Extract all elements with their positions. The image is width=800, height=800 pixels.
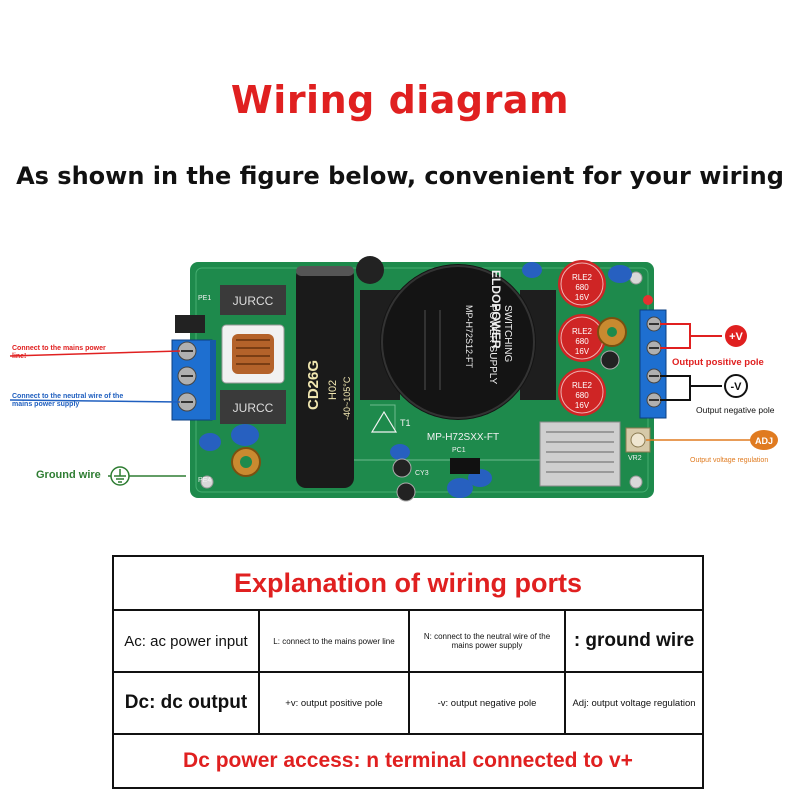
output-inductor <box>597 317 627 347</box>
output-capacitor: RLE2 680 16V <box>558 314 606 362</box>
svg-text:POWER SUPPLY: POWER SUPPLY <box>487 305 498 385</box>
transformer: ELDOPOWER SWITCHING POWER SUPPLY MP-H72S… <box>360 264 556 420</box>
ground-callout-label: Ground wire <box>36 469 101 481</box>
svg-text:680: 680 <box>575 391 589 400</box>
table-cell-negative: -v: output negative pole <box>408 671 566 735</box>
positive-marker <box>725 325 747 347</box>
svg-text:JURCC: JURCC <box>233 401 274 415</box>
negative-marker <box>724 374 748 398</box>
svg-text:MP-H72S12-FT: MP-H72S12-FT <box>464 305 474 369</box>
svg-text:SWITCHING: SWITCHING <box>502 305 513 362</box>
adj-callout-label: Output voltage regulation <box>690 457 769 464</box>
svg-text:RLE2: RLE2 <box>572 273 593 282</box>
silk-pe1: PE1 <box>198 295 211 302</box>
emi-filter-bottom: JURCC <box>220 390 286 424</box>
svg-text:680: 680 <box>575 283 589 292</box>
positive-callout-label: Output positive pole <box>672 357 764 368</box>
model-silk: MP-H72SXX-FT <box>427 432 499 443</box>
table-cell-adj: Adj: output voltage regulation <box>564 671 704 735</box>
svg-text:680: 680 <box>575 337 589 346</box>
inductor-coil <box>221 324 285 384</box>
led <box>643 295 653 305</box>
positive-marker-label: +V <box>729 331 743 343</box>
svg-text:RLE2: RLE2 <box>572 381 593 390</box>
thermistor <box>356 256 384 284</box>
wiring-diagram: JURCC JURCC CD26G H02 -40~105°C ELDOPOWE… <box>9 256 778 502</box>
svg-text:RLE2: RLE2 <box>572 327 593 336</box>
negative-callout-label: Output negative pole <box>696 405 775 415</box>
y-capacitor <box>199 433 221 451</box>
output-capacitor: RLE2 680 16V <box>558 260 606 308</box>
table-cell-dc: Dc: dc output <box>112 671 260 735</box>
page-title: Wiring diagram <box>230 78 570 122</box>
y-capacitor <box>522 262 542 278</box>
wiring-ports-table: Explanation of wiring ports Ac: ac power… <box>112 555 704 789</box>
warning-icon <box>370 410 398 433</box>
y-capacitor <box>447 478 473 498</box>
svg-text:ELDOPOWER: ELDOPOWER <box>489 270 503 349</box>
y-capacitor <box>231 424 259 446</box>
silk-vr: VR2 <box>628 455 642 462</box>
svg-text:16V: 16V <box>575 347 590 356</box>
table-footer: Dc power access: n terminal connected to… <box>112 733 704 789</box>
optocoupler <box>450 458 480 474</box>
adj-marker <box>750 430 778 450</box>
adj-marker-label: ADJ <box>755 436 773 446</box>
emi-filter-top: JURCC <box>220 285 286 315</box>
silk-pc1: PC1 <box>452 447 466 454</box>
negative-bracket <box>660 375 722 401</box>
output-capacitor: RLE2 680 16V <box>558 368 606 416</box>
svg-text:JURCC: JURCC <box>233 294 274 308</box>
neutral-callout-label: Connect to the neutral wire of the mains… <box>12 393 124 408</box>
table-header: Explanation of wiring ports <box>112 555 704 611</box>
y-capacitor <box>608 265 632 283</box>
mount-hole <box>629 475 643 489</box>
negative-marker-label: -V <box>731 381 743 393</box>
potentiometer <box>625 427 651 453</box>
table-cell-ground: : ground wire <box>564 609 704 673</box>
svg-text:H02: H02 <box>327 380 339 400</box>
toroid-inductor <box>231 447 261 477</box>
ground-icon <box>110 466 130 486</box>
table-cell-n: N: connect to the neutral wire of the ma… <box>408 609 566 673</box>
silk-cy: CY3 <box>415 470 429 477</box>
silk-pe4: PE4 <box>198 477 211 484</box>
svg-text:-40~105°C: -40~105°C <box>342 376 352 420</box>
heatsink <box>539 421 621 487</box>
page-subtitle: As shown in the figure below, convenient… <box>16 162 784 190</box>
input-terminal-block <box>171 339 216 421</box>
mount-hole <box>200 475 214 489</box>
y-capacitor <box>390 444 410 460</box>
positive-bracket <box>660 323 722 349</box>
bulk-capacitor: CD26G H02 -40~105°C <box>296 266 354 488</box>
table-cell-ac: Ac: ac power input <box>112 609 260 673</box>
live-callout-label: Connect to the mains power line! <box>12 345 106 360</box>
svg-text:16V: 16V <box>575 293 590 302</box>
table-cell-l: L: connect to the mains power line <box>258 609 410 673</box>
neutral-wire-line <box>9 399 181 403</box>
live-wire-line <box>9 350 181 357</box>
svg-text:CD26G: CD26G <box>305 360 322 410</box>
svg-text:16V: 16V <box>575 401 590 410</box>
output-terminal-block <box>639 309 667 419</box>
small-capacitor <box>396 482 416 502</box>
small-capacitor <box>600 350 620 370</box>
fuse <box>175 315 205 333</box>
table-cell-positive: +v: output positive pole <box>258 671 410 735</box>
silk-t1: T1 <box>400 418 411 428</box>
small-capacitor <box>392 458 412 478</box>
